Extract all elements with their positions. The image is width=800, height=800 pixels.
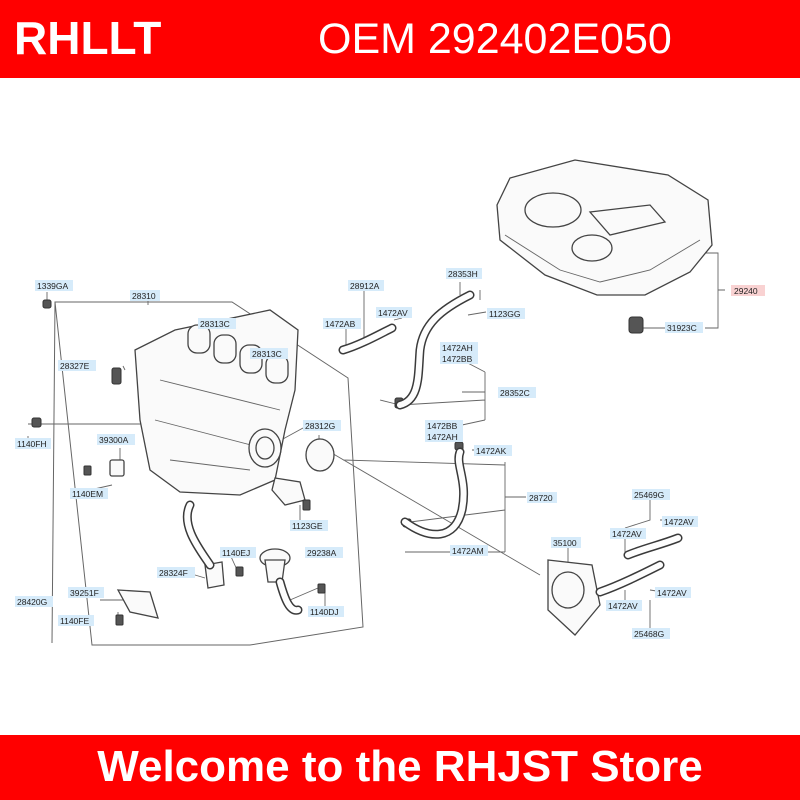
svg-text:1472AM: 1472AM [452,546,484,556]
hoses [182,290,683,615]
svg-text:1472AK: 1472AK [476,446,507,456]
label-35100: 35100 [551,537,581,548]
svg-text:28720: 28720 [529,493,553,503]
label-39251F: 39251F [68,587,104,598]
intake-manifold [134,309,335,496]
label-29238A: 29238A [305,547,343,558]
top-banner: RHLLT OEM 292402E050 [0,0,800,78]
label-39300A: 39300A [97,434,135,445]
svg-text:1472AV: 1472AV [657,588,687,598]
svg-text:1472AV: 1472AV [612,529,642,539]
svg-text:1472AB: 1472AB [325,319,356,329]
svg-text:25469G: 25469G [634,490,664,500]
svg-text:35100: 35100 [553,538,577,548]
label-1140FE: 1140FE [58,615,94,626]
svg-text:28352C: 28352C [500,388,530,398]
label-1472AH-b: 1472AH [425,431,463,442]
svg-text:1140EM: 1140EM [72,489,103,499]
label-1339GA: 1339GA [35,280,73,291]
manifold-frame [51,301,364,646]
svg-text:28324F: 28324F [159,568,188,578]
label-1472AH-a: 1472AH [440,342,478,353]
svg-text:1472AV: 1472AV [664,517,694,527]
engine-cover [496,159,713,296]
svg-text:1472BB: 1472BB [427,421,458,431]
svg-text:28353H: 28353H [448,269,478,279]
label-31923C: 31923C [665,322,703,333]
label-1472AK: 1472AK [474,445,512,456]
label-28310: 28310 [130,290,160,301]
label-28312G: 28312G [303,420,341,431]
label-28352C: 28352C [498,387,536,398]
svg-text:1472AV: 1472AV [608,601,638,611]
label-28313C-a: 28313C [198,318,236,329]
label-1472AV-r3: 1472AV [655,587,691,598]
svg-text:28310: 28310 [132,291,156,301]
svg-text:28313C: 28313C [200,319,230,329]
svg-text:39300A: 39300A [99,435,129,445]
parts-diagram: 1339GA 28310 28912A 28353H 29240 1472AB … [15,159,765,646]
label-1140FH: 1140FH [15,438,51,449]
svg-text:1140EJ: 1140EJ [222,548,250,558]
svg-text:25468G: 25468G [634,629,664,639]
svg-text:1472AH: 1472AH [442,343,473,353]
svg-text:1140FE: 1140FE [60,616,89,626]
label-1123GE: 1123GE [290,520,328,531]
svg-text:28912A: 28912A [350,281,380,291]
label-29240: 29240 [731,285,765,296]
label-25468G: 25468G [632,628,670,639]
label-28912A: 28912A [348,280,384,291]
label-28327E: 28327E [58,360,96,371]
oem-number: OEM 292402E050 [318,15,672,63]
brand-name: RHLLT [14,12,162,64]
label-1472AV-r1: 1472AV [610,528,646,539]
svg-text:1339GA: 1339GA [37,281,69,291]
label-28420G: 28420G [15,596,53,607]
label-1140EJ: 1140EJ [220,547,256,558]
svg-text:39251F: 39251F [70,588,99,598]
small-parts [31,299,601,636]
grommet [628,316,644,334]
svg-text:31923C: 31923C [667,323,697,333]
welcome-text: Welcome to the RHJST Store [97,742,703,791]
label-28324F: 28324F [157,567,195,578]
svg-text:29238A: 29238A [307,548,337,558]
svg-text:28313C: 28313C [252,349,282,359]
label-28720: 28720 [527,492,557,503]
label-1472AV-r2: 1472AV [662,516,698,527]
svg-text:1472BB: 1472BB [442,354,473,364]
label-28313C-b: 28313C [250,348,288,359]
label-28353H: 28353H [446,268,482,279]
svg-text:1472AH: 1472AH [427,432,458,442]
svg-text:28312G: 28312G [305,421,335,431]
label-25469G: 25469G [632,489,670,500]
label-1472AV-r4: 1472AV [606,600,642,611]
label-1472AM: 1472AM [450,545,488,556]
label-1472BB-a: 1472BB [440,353,478,364]
svg-text:1140DJ: 1140DJ [310,607,339,617]
bottom-banner: Welcome to the RHJST Store [0,735,800,800]
svg-text:29240: 29240 [734,286,758,296]
svg-text:1472AV: 1472AV [378,308,408,318]
svg-text:1123GE: 1123GE [292,521,323,531]
label-1140DJ: 1140DJ [308,606,344,617]
label-1140EM: 1140EM [70,488,108,499]
label-1472BB-b: 1472BB [425,420,463,431]
svg-text:1140FH: 1140FH [17,439,47,449]
label-1123GG: 1123GG [487,308,525,319]
svg-text:28420G: 28420G [17,597,47,607]
svg-text:28327E: 28327E [60,361,90,371]
label-1472AV-top: 1472AV [376,307,412,318]
label-1472AB: 1472AB [323,318,361,329]
svg-text:1123GG: 1123GG [489,309,521,319]
